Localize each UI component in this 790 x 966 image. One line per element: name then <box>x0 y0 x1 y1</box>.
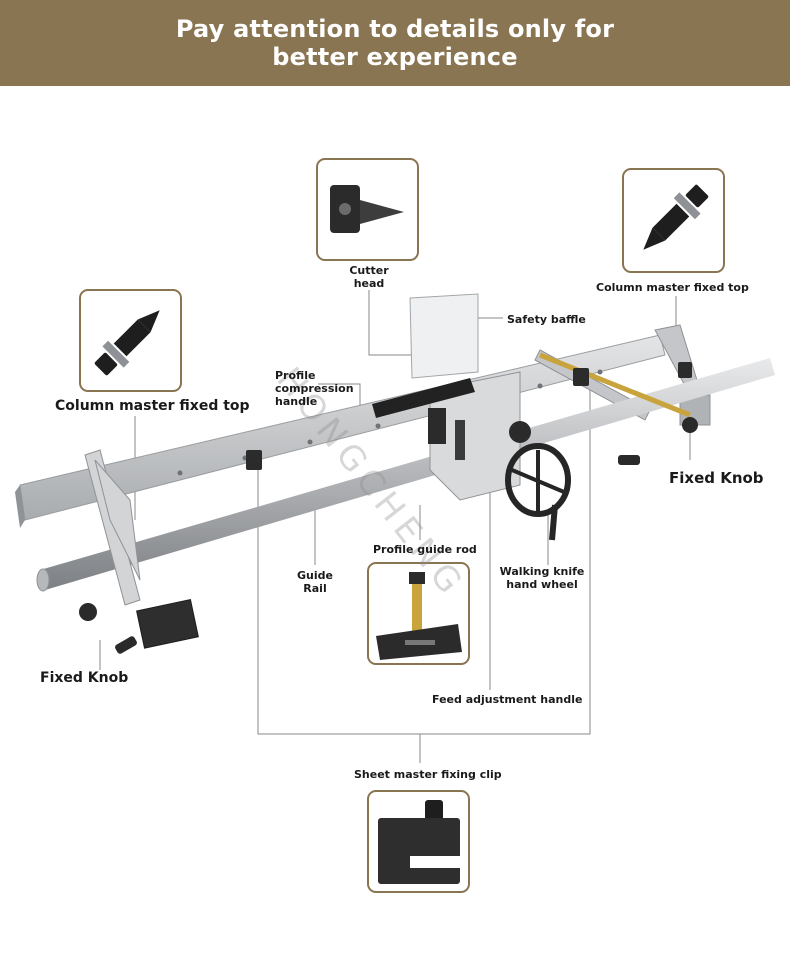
label-fixed-knob-right: Fixed Knob <box>669 469 764 487</box>
column-top-right-inset <box>622 168 725 273</box>
label-profile-guide-rod: Profile guide rod <box>373 543 477 556</box>
label-walking-knife-hand-wheel: Walking knife hand wheel <box>499 565 585 591</box>
bolt-icon <box>94 310 160 376</box>
label-feed-adjustment-handle: Feed adjustment handle <box>432 693 583 706</box>
leader-lines <box>99 290 691 763</box>
hand-wheel-icon <box>505 443 571 541</box>
profile-guide-rod-inset <box>367 562 470 665</box>
cutter-head-icon <box>330 185 404 233</box>
label-cutter-head: Cutter head <box>349 264 389 290</box>
banner-title: Pay attention to details only for better… <box>175 15 615 71</box>
label-column-top-left: Column master fixed top <box>55 398 250 414</box>
label-profile-compression-handle: Profile compression handle <box>275 369 354 408</box>
guide-rod-icon <box>376 572 462 660</box>
bolt-icon <box>643 184 709 250</box>
guide-rail <box>36 358 775 592</box>
beam-clips <box>246 362 692 470</box>
brass-rod <box>539 352 691 418</box>
label-sheet-master-fixing-clip: Sheet master fixing clip <box>354 768 502 781</box>
label-safety-baffle: Safety baffle <box>507 313 586 326</box>
label-column-top-right: Column master fixed top <box>596 281 749 294</box>
carriage <box>372 293 531 501</box>
label-fixed-knob-left: Fixed Knob <box>40 670 129 686</box>
header-banner: Pay attention to details only for better… <box>0 0 790 86</box>
lathe-illustration <box>15 158 775 893</box>
sheet-clip-inset <box>367 790 470 893</box>
knob-icon <box>79 417 698 654</box>
left-frame <box>84 449 199 649</box>
clip-icon <box>378 800 460 884</box>
column-top-left-inset <box>79 289 182 392</box>
cutter-head-inset <box>316 158 419 261</box>
label-guide-rail: Guide Rail <box>297 569 333 595</box>
